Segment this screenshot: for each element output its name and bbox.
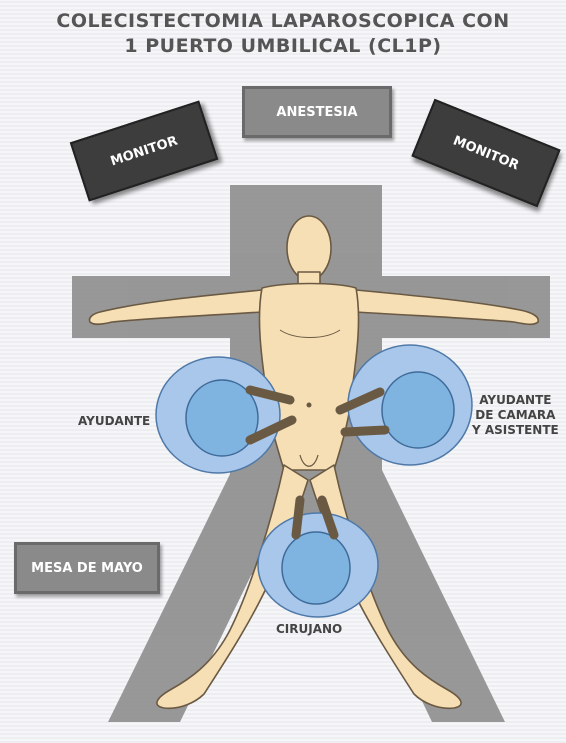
camera-label-line-2: DE CAMARA: [472, 408, 559, 423]
camera-label-line-1: AYUDANTE: [472, 393, 559, 408]
patient-umbilicus: [307, 403, 312, 408]
monitor-right-label: MONITOR: [451, 133, 521, 173]
mesa-de-mayo-label: MESA DE MAYO: [31, 561, 143, 576]
surgeon-cap: [282, 532, 350, 604]
camera-assistant-arm-lower: [345, 430, 385, 432]
monitor-left-label: MONITOR: [109, 133, 180, 169]
surgeon-left-arm: [296, 500, 300, 535]
ayudante-label: AYUDANTE: [78, 414, 150, 428]
anestesia-label: ANESTESIA: [276, 105, 357, 120]
anestesia-box: ANESTESIA: [242, 86, 392, 138]
patient-head: [287, 216, 331, 280]
cirujano-label: CIRUJANO: [276, 622, 342, 636]
camera-label-line-3: Y ASISTENTE: [472, 423, 559, 438]
camera-assistant-cap: [382, 372, 454, 448]
camera-assistant-label: AYUDANTE DE CAMARA Y ASISTENTE: [472, 393, 559, 438]
mesa-de-mayo-box: MESA DE MAYO: [14, 542, 160, 594]
